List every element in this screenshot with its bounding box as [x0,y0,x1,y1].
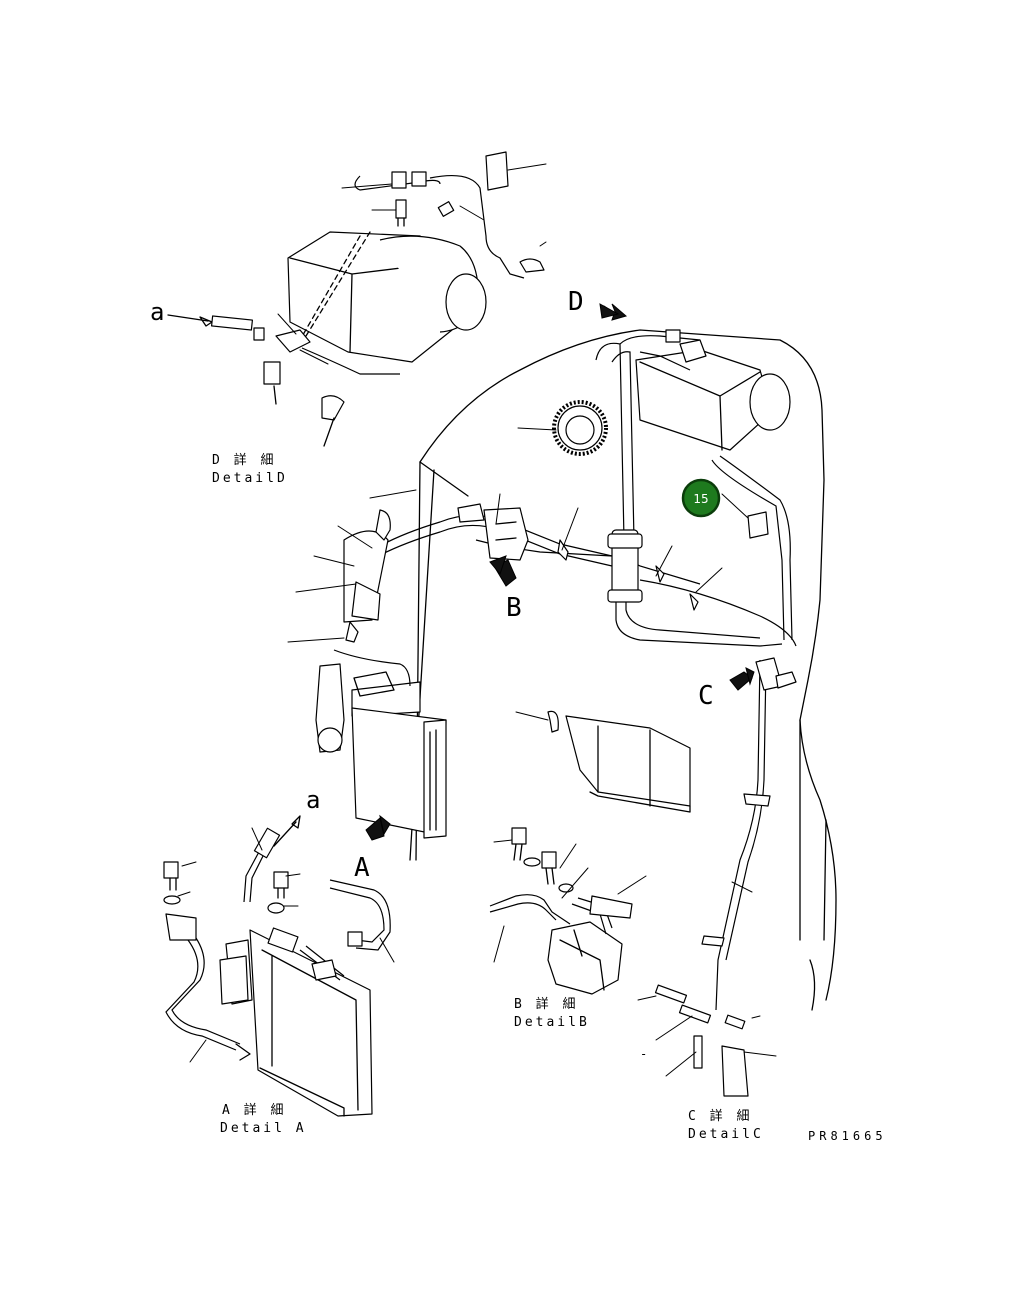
detail-c-caption-en: DetailC [688,1127,764,1142]
compressor-assembly-top-right [595,329,791,541]
callout-label[interactable]: 15 [693,492,708,506]
view-arrow-c [729,667,755,691]
detail-a-assembly [163,815,395,1117]
detail-c-caption-jp: C 詳 細 [688,1108,752,1124]
gear-seal [517,400,608,456]
view-label-a: A [354,853,370,883]
protective-plate [515,710,691,813]
detail-d-caption-jp: D 詳 細 [212,452,276,468]
drawing-number: PR81665 [808,1129,887,1143]
view-arrow-b [489,555,517,587]
hose-end-label-a-top: a [150,298,164,326]
detail-c-assembly [637,984,777,1097]
detail-b-caption-jp: B 詳 細 [514,996,578,1012]
callout-circle[interactable] [681,478,721,518]
view-arrow-d [599,303,628,321]
hose-end-label-a-mid: a [306,786,320,814]
detail-b-assembly [489,827,647,995]
detail-a-caption-jp: A 詳 細 [222,1102,286,1118]
condenser-assembly-left [315,649,447,839]
detail-d-caption-en: DetailD [212,471,288,486]
dash-mark: - [640,1047,647,1061]
view-arrow-a [365,814,391,841]
part-callout-15[interactable]: 15 [681,478,721,518]
detail-b-caption-en: DetailB [514,1015,590,1030]
leader-lines [287,489,753,893]
view-arrows [365,303,755,841]
detail-d-assembly [167,151,547,447]
view-label-b: B [506,593,522,623]
view-label-c: C [698,681,714,711]
hose-runs [343,455,797,1011]
detail-a-caption-en: Detail A [220,1121,307,1136]
view-label-d: D [568,287,584,317]
